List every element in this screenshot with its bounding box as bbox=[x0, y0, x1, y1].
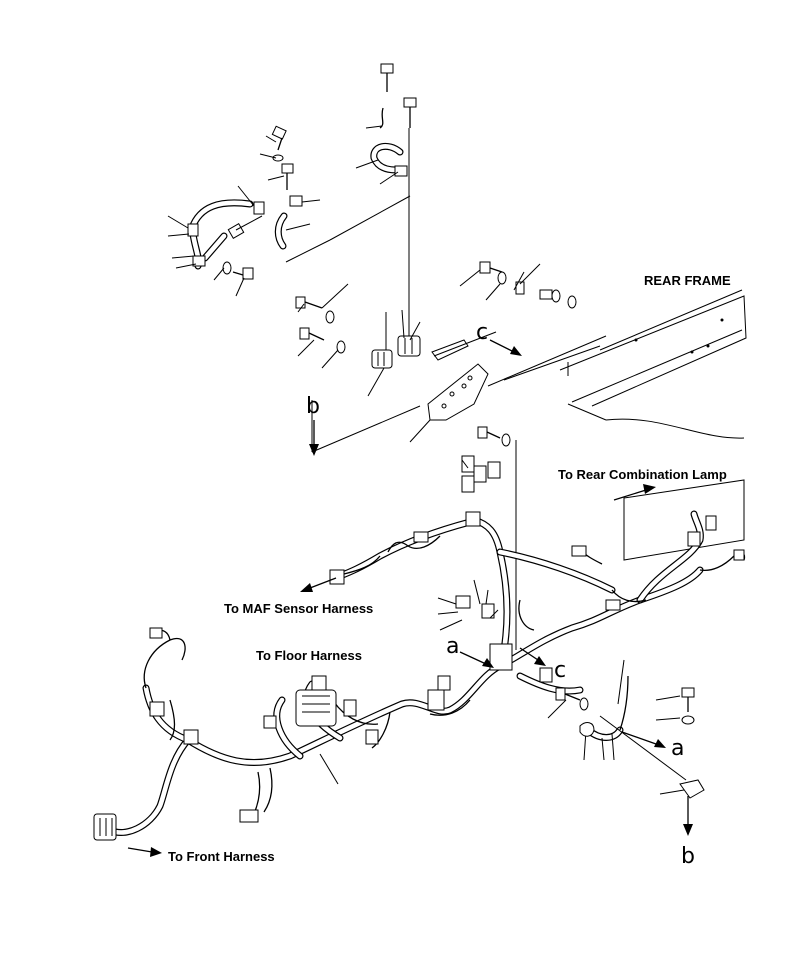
clamp-icon bbox=[555, 687, 705, 799]
ref-a-right: a bbox=[671, 736, 685, 761]
front-harness-label: To Front Harness bbox=[168, 849, 275, 864]
ref-c-mid: c bbox=[554, 658, 567, 683]
maf-sensor-harness-label: To MAF Sensor Harness bbox=[224, 601, 374, 616]
rear-frame bbox=[503, 289, 747, 439]
connector-icon bbox=[461, 455, 501, 493]
rear-combination-lamp-panel bbox=[623, 479, 745, 561]
ref-c-top: c bbox=[476, 320, 489, 345]
assembly-reference-lines bbox=[285, 128, 607, 650]
mounting-bracket bbox=[371, 281, 553, 421]
ref-a-mid: a bbox=[446, 634, 460, 659]
leader-lines-top bbox=[167, 125, 541, 443]
rear-frame-label: REAR FRAME bbox=[644, 273, 731, 288]
rear-combination-lamp-label: To Rear Combination Lamp bbox=[558, 467, 727, 482]
ground-cable-assembly bbox=[187, 107, 408, 270]
ref-b-bottom: b bbox=[681, 844, 695, 869]
ref-b-top: b bbox=[306, 394, 320, 419]
main-wiring-harness bbox=[93, 510, 746, 841]
floor-harness-label: To Floor Harness bbox=[256, 648, 362, 663]
washer-icon bbox=[222, 154, 577, 447]
arrow-icon bbox=[127, 339, 693, 857]
